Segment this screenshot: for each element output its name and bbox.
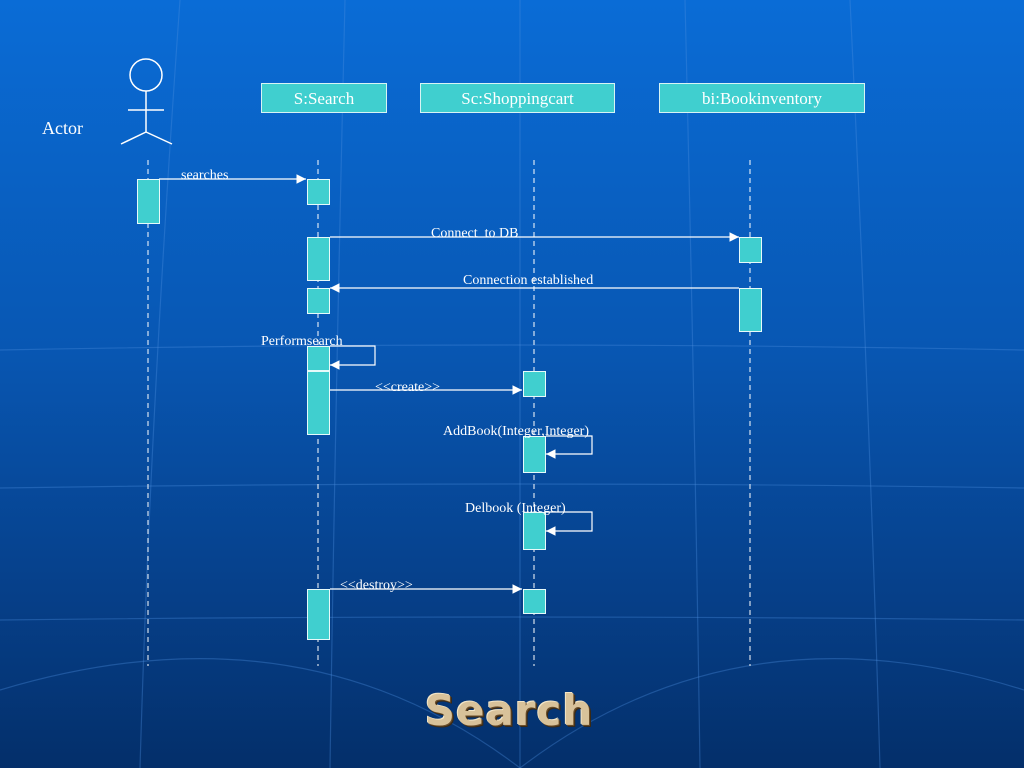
activation-search-2	[307, 237, 330, 281]
arrow-delbook	[546, 511, 593, 536]
arrow-perform	[330, 345, 376, 370]
actor-label: Actor	[42, 118, 83, 138]
activation-search-3	[307, 288, 330, 314]
object-search: S:Search	[261, 83, 387, 113]
slide-title: Search	[424, 686, 594, 735]
activation-cart-1	[523, 371, 546, 397]
message-established: Connection established	[463, 273, 594, 288]
activation-search-4	[307, 346, 330, 371]
activation-search-5	[307, 371, 330, 435]
arrow-addbook	[546, 435, 593, 459]
message-searches: searches	[181, 168, 229, 183]
actor-figure	[120, 58, 173, 145]
activation-cart-3	[523, 512, 546, 550]
activation-inventory-1	[739, 237, 762, 263]
activation-actor	[137, 179, 160, 224]
message-perform: Performsearch	[261, 334, 343, 349]
message-create: <<create>>	[375, 380, 440, 395]
object-bookinventory: bi:Bookinventory	[659, 83, 865, 113]
activation-inventory-2	[739, 288, 762, 332]
message-connect: Connect to DB	[431, 226, 519, 241]
object-shoppingcart: Sc:Shoppingcart	[420, 83, 615, 113]
message-destroy: <<destroy>>	[340, 578, 413, 593]
activation-search-1	[307, 179, 330, 205]
message-delbook: Delbook (Integer)	[465, 501, 566, 516]
activation-cart-4	[523, 589, 546, 614]
activation-cart-2	[523, 436, 546, 473]
message-addbook: AddBook(Integer,Integer)	[443, 424, 589, 439]
activation-search-6	[307, 589, 330, 640]
